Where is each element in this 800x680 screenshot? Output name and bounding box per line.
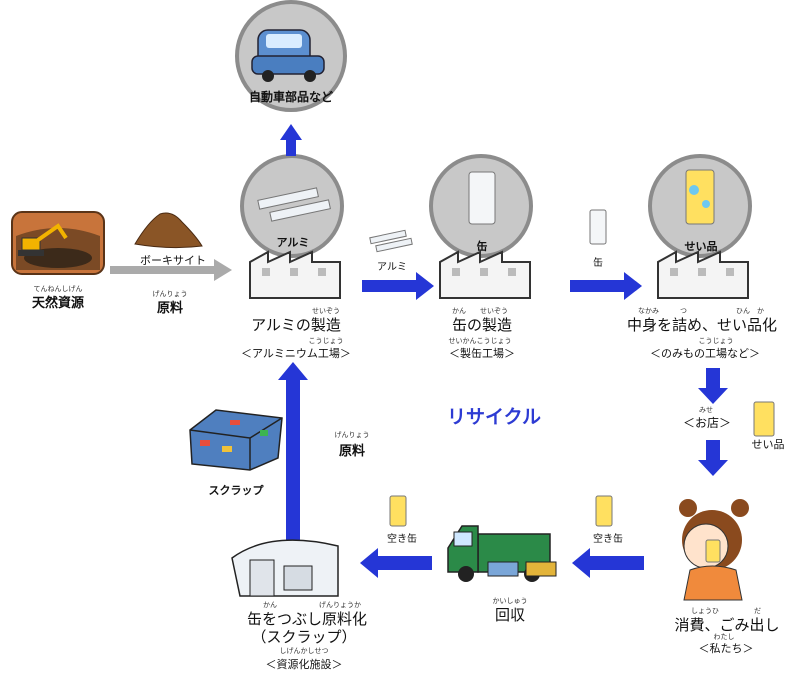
circle-can-label: 缶 bbox=[476, 240, 488, 253]
arrow-filling-to-store bbox=[698, 368, 728, 404]
store-label: ＜お店＞ bbox=[682, 416, 731, 430]
arrow-consume-to-collect bbox=[572, 548, 644, 578]
facility-label-1: 缶をつぶし原料化 bbox=[246, 610, 367, 628]
me-ruby: わたし bbox=[713, 633, 735, 641]
arrow-raw-to-aluminum bbox=[110, 259, 232, 281]
factory-drinks-illustration bbox=[657, 250, 749, 299]
store-ruby: みせ bbox=[699, 406, 713, 414]
arrow-aluminum-to-car bbox=[280, 124, 302, 156]
empty-can2-label: 空き缶 bbox=[593, 534, 623, 545]
aluminum-factory-ruby: こうじょう bbox=[308, 337, 344, 345]
arrow-aluminum-label: アルミ bbox=[377, 262, 407, 273]
empty-can-icon-left bbox=[389, 495, 407, 527]
consume-ruby: しょうひ だ bbox=[691, 607, 761, 615]
factory-can-illustration bbox=[439, 250, 531, 299]
consume-label: 消費、ごみ出し bbox=[674, 616, 780, 634]
bauxite-pile-illustration bbox=[134, 212, 203, 249]
car-parts-label: 自動車部品など bbox=[248, 90, 333, 104]
facility-place-label: ＜資源化施設＞ bbox=[265, 658, 343, 671]
arrow-collect-to-facility bbox=[360, 548, 432, 578]
natural-resource-label: 天然資源 bbox=[31, 296, 84, 311]
can-factory-label: ＜製缶工場＞ bbox=[449, 347, 515, 360]
raw-material2-label: 原料 bbox=[338, 444, 365, 459]
circle-car-parts bbox=[235, 0, 347, 112]
drink-factory-ruby: こうじょう bbox=[698, 337, 734, 345]
raw-material2-ruby: げんりょう bbox=[334, 431, 370, 439]
can-mfg-label: 缶の製造 bbox=[451, 316, 512, 334]
natural-resource-ruby: てんねんしげん bbox=[33, 285, 83, 293]
aluminum-bars-icon bbox=[369, 229, 413, 253]
filling-label: 中身を詰め、せい品化 bbox=[626, 316, 777, 334]
facility-label-2: （スクラップ） bbox=[251, 628, 357, 646]
empty-can1-label: 空き缶 bbox=[387, 534, 417, 545]
circle-aluminum-label: アルミ bbox=[276, 236, 310, 249]
circle-product bbox=[648, 154, 752, 258]
scrap-label: スクラップ bbox=[208, 484, 264, 497]
circle-product-label: せい品 bbox=[684, 240, 718, 253]
raw-material-label: 原料 bbox=[156, 301, 183, 316]
empty-can-icon-right bbox=[595, 495, 613, 527]
can-factory-ruby: せいかんこうじょう bbox=[448, 337, 512, 345]
arrow-aluminum-to-can bbox=[362, 272, 434, 300]
bauxite-label: ボーキサイト bbox=[140, 254, 206, 267]
girl-drinking-illustration bbox=[679, 499, 749, 601]
recycle-title: リサイクル bbox=[446, 406, 542, 428]
aluminum-mfg-label: アルミの製造 bbox=[251, 316, 341, 334]
facility-ruby: かん げんりょうか bbox=[263, 601, 361, 609]
consumer-label: ＜私たち＞ bbox=[698, 642, 754, 655]
excavator-scene-illustration bbox=[11, 211, 105, 275]
can-mfg-ruby: かん せいぞう bbox=[452, 307, 508, 315]
product-can-icon bbox=[753, 401, 775, 437]
can-small-icon bbox=[589, 209, 607, 245]
drink-factory-label: ＜のみもの工場など＞ bbox=[650, 347, 760, 360]
collection-truck-illustration bbox=[447, 525, 557, 582]
filling-ruby: なかみ つ ひん か bbox=[638, 307, 764, 315]
arrow-facility-to-aluminum bbox=[278, 362, 308, 544]
arrow-can-label: 缶 bbox=[593, 258, 603, 269]
recycling-facility-illustration bbox=[231, 539, 339, 597]
aluminum-mfg-ruby: せいぞう bbox=[312, 307, 340, 315]
arrow-store-to-consume bbox=[698, 440, 728, 476]
collect-ruby: かいしゅう bbox=[492, 597, 528, 605]
facility-place-ruby: しげんかしせつ bbox=[279, 647, 329, 655]
factory-aluminum-illustration bbox=[249, 250, 341, 299]
arrow-can-to-filling bbox=[570, 272, 642, 300]
store-product-label: せい品 bbox=[751, 438, 785, 451]
scrap-block-illustration bbox=[189, 409, 283, 471]
aluminum-factory-label: ＜アルミニウム工場＞ bbox=[241, 347, 351, 360]
raw-material-ruby: げんりょう bbox=[152, 290, 188, 298]
circle-aluminum bbox=[240, 154, 344, 258]
collect-label: 回収 bbox=[494, 606, 525, 624]
